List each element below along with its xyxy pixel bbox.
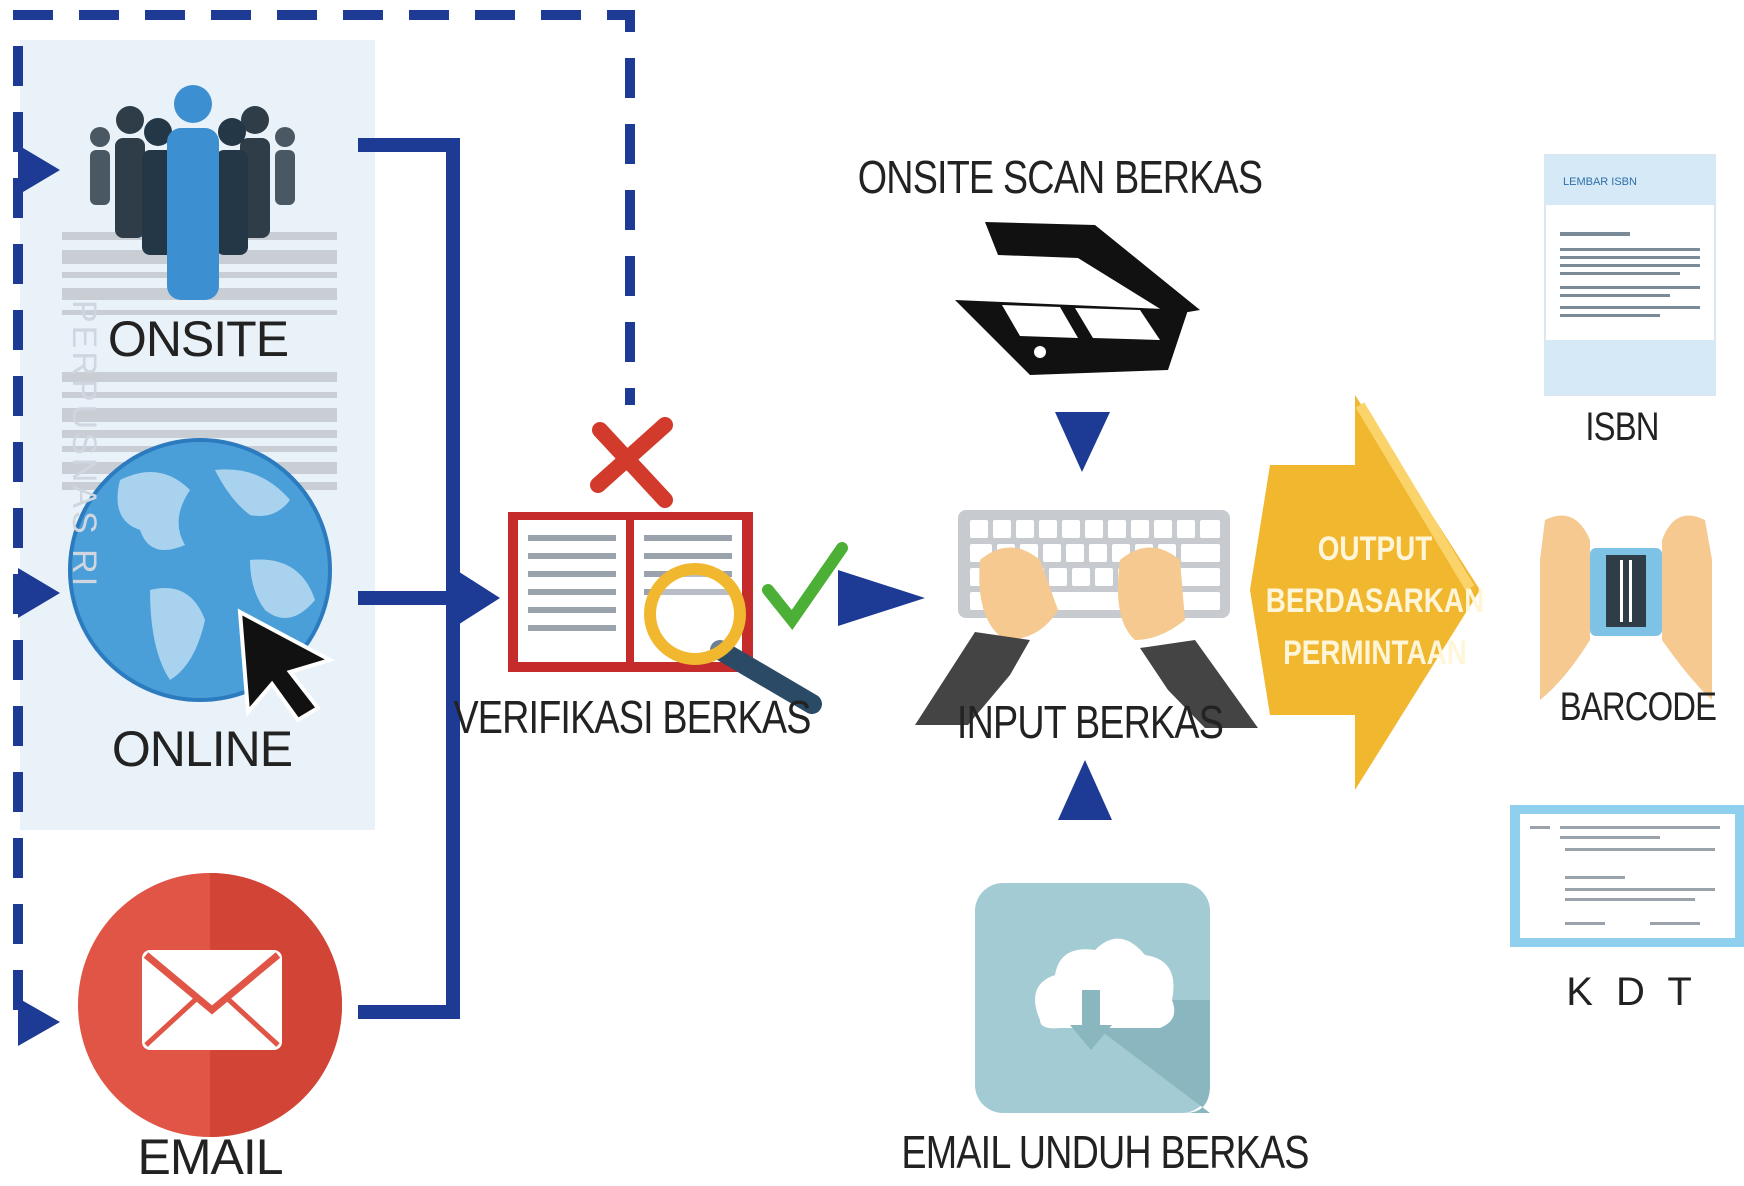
output-arrow-line1: OUTPUT [1317, 530, 1433, 568]
reject-x-icon [590, 417, 673, 508]
magnifier-icon [644, 563, 822, 714]
entry-arrow-onsite [18, 145, 60, 195]
watermark-text: PERPUSNAS RI [65, 300, 103, 590]
cloud-download-icon [975, 883, 1210, 1113]
approve-check-icon [762, 542, 848, 631]
output-arrow-line3: PERMINTAAN [1283, 634, 1467, 672]
isbn-document-icon: LEMBAR ISBN [1544, 154, 1716, 396]
kdt-label: K D T [1566, 970, 1698, 1014]
arrow-to-verifikasi [453, 568, 500, 628]
arrow-email-to-input [1058, 760, 1112, 820]
email-icon [78, 873, 342, 1137]
people-icon [90, 85, 295, 300]
scanner-icon [955, 222, 1200, 375]
output-arrow [1250, 395, 1480, 790]
onsite-label: ONSITE [107, 311, 289, 367]
kdt-card-icon [1510, 805, 1744, 947]
arrow-scan-to-input [1055, 412, 1110, 472]
verifikasi-label: VERIFIKASI BERKAS [453, 691, 811, 743]
cursor-icon [237, 608, 336, 723]
barcode-label: BARCODE [1559, 685, 1717, 729]
entry-arrow-email [18, 998, 60, 1046]
typing-hands-icon [915, 547, 1258, 728]
onsite-scan-label: ONSITE SCAN BERKAS [857, 151, 1263, 203]
isbn-label: ISBN [1585, 405, 1659, 449]
dashed-return-line [13, 10, 635, 1010]
output-arrow-highlight [1355, 402, 1475, 591]
online-label: ONLINE [111, 721, 293, 777]
arrow-to-input [838, 570, 925, 626]
barcode-scan-icon [1540, 515, 1712, 700]
email-label: EMAIL [137, 1129, 283, 1185]
output-arrow-line2: BERDASARKAN [1265, 582, 1485, 620]
input-berkas-label: INPUT BERKAS [956, 696, 1224, 748]
email-unduh-label: EMAIL UNDUH BERKAS [901, 1126, 1309, 1178]
entry-arrow-online [18, 568, 60, 618]
isbn-doc-heading: LEMBAR ISBN [1563, 176, 1637, 188]
